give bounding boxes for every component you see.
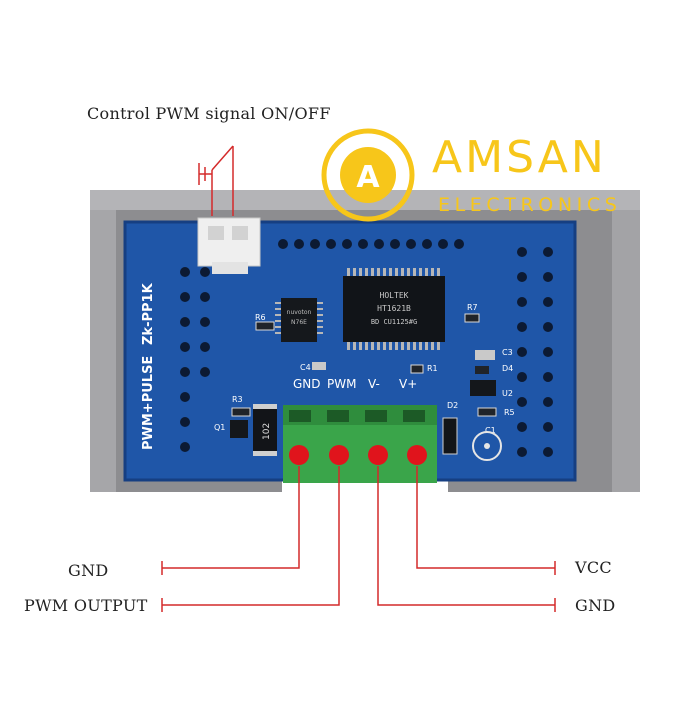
callout-control-pwm: Control PWM signal ON/OFF — [87, 104, 331, 123]
logo-letter: A — [356, 160, 380, 195]
chip-text-1: HOLTEK — [380, 291, 409, 300]
label-c1: C1 — [485, 426, 496, 435]
terminal-label-vminus: V- — [368, 377, 380, 391]
small-chip-text-1: nuvoton — [287, 309, 312, 316]
board-model-label: Zk-PP1K — [141, 282, 156, 345]
enclosure-left-wall — [90, 190, 116, 492]
smd-r6 — [255, 321, 275, 331]
chip-text-3: BD CU1125#G — [371, 318, 417, 326]
label-q1: Q1 — [214, 423, 225, 432]
terminal-label-vplus: V+ — [399, 377, 417, 391]
screw-terminal — [283, 405, 437, 483]
resistor-code: 102 — [262, 423, 272, 440]
screw-gnd[interactable] — [289, 445, 309, 465]
diode-d2 — [442, 417, 458, 455]
label-d4: D4 — [502, 364, 513, 373]
callout-gnd-right: GND — [575, 596, 616, 615]
callout-lines — [161, 146, 556, 612]
amsan-logo: A — [321, 128, 415, 222]
smd-r5 — [477, 407, 497, 417]
resistor-102 — [253, 408, 277, 452]
smd-d4 — [475, 366, 489, 374]
label-r3: R3 — [232, 395, 243, 404]
label-r1: R1 — [427, 364, 438, 373]
callout-vcc: VCC — [575, 558, 612, 577]
signal-connector — [197, 217, 261, 267]
callout-pwm-output: PWM OUTPUT — [24, 596, 148, 615]
smd-r3 — [231, 407, 251, 417]
label-r5: R5 — [504, 408, 515, 417]
connector-pin-2 — [232, 226, 248, 240]
smd-c4 — [312, 362, 326, 370]
logo-disc — [340, 147, 396, 203]
display-pads-right — [517, 247, 553, 457]
terminal-label-pwm: PWM — [327, 377, 356, 391]
terminal-label-gnd: GND — [293, 377, 321, 391]
label-c3: C3 — [502, 348, 513, 357]
capacitor-c1 — [472, 431, 502, 461]
board-function-label: PWM+PULSE — [141, 356, 156, 450]
smd-q1 — [230, 420, 248, 438]
smd-u2 — [470, 380, 496, 396]
brand-tagline: ELECTRONICS — [438, 194, 622, 216]
label-c4: C4 — [300, 363, 311, 372]
switch-symbol — [198, 145, 234, 216]
label-r6: R6 — [255, 313, 266, 322]
connector-pin-1 — [208, 226, 224, 240]
screw-vminus[interactable] — [368, 445, 388, 465]
smd-r7 — [464, 313, 480, 323]
smd-r1 — [410, 364, 424, 374]
display-pads-left — [180, 267, 210, 452]
label-d2: D2 — [447, 401, 458, 410]
connector-base — [212, 262, 248, 274]
small-chip-text-2: N76E — [291, 319, 307, 326]
screw-pwm[interactable] — [329, 445, 349, 465]
label-r7: R7 — [467, 303, 478, 312]
screw-vplus[interactable] — [407, 445, 427, 465]
callout-gnd-left: GND — [68, 561, 109, 580]
small-chip: nuvoton N76E — [275, 298, 323, 342]
header-pins-top — [278, 239, 464, 249]
smd-c3 — [475, 350, 495, 360]
chip-text-2: HT1621B — [377, 304, 411, 313]
brand-name: AMSAN — [432, 132, 607, 183]
logo-ring — [321, 128, 415, 222]
label-u2: U2 — [502, 389, 513, 398]
enclosure-right-wall — [612, 190, 640, 492]
main-chip: HOLTEK HT1621B BD CU1125#G — [343, 268, 445, 350]
